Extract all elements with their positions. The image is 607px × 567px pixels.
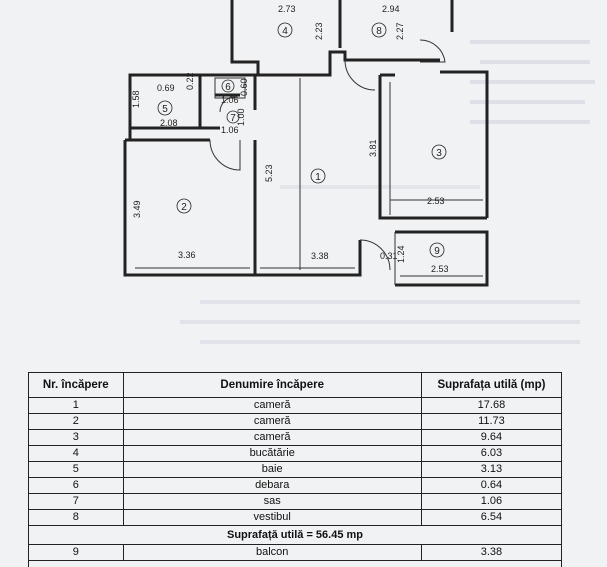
room-number-6: 6: [225, 82, 231, 93]
cell-area: 17.68: [421, 398, 561, 414]
cell-name: vestibul: [123, 510, 421, 526]
room-number-1: 1: [315, 172, 321, 183]
table-row: 8 vestibul 6.54: [29, 510, 562, 526]
table-row: 1 cameră 17.68: [29, 398, 562, 414]
table-row: 4 bucătărie 6.03: [29, 446, 562, 462]
cell-nr: 7: [29, 494, 124, 510]
cut-off-row: [29, 561, 562, 567]
dim-1-58: 1.58: [131, 90, 141, 108]
dim-2-27: 2.27: [395, 22, 405, 40]
dim-2-53a: 2.53: [427, 196, 445, 206]
table-row: 7 sas 1.06: [29, 494, 562, 510]
table-header-row: Nr. încăpere Denumire încăpere Suprafața…: [29, 373, 562, 398]
cell-name: balcon: [123, 545, 421, 561]
dim-3-36: 3.36: [178, 250, 196, 260]
balcony-row: 9 balcon 3.38: [29, 545, 562, 561]
dim-0-31: 0.31: [380, 251, 398, 261]
dim-1-00: 1.00: [236, 108, 246, 126]
dim-3-38: 3.38: [311, 251, 329, 261]
dim-3-49: 3.49: [132, 200, 142, 218]
dim-3-81: 3.81: [368, 139, 378, 157]
cell-name: bucătărie: [123, 446, 421, 462]
cell-area: 3.13: [421, 462, 561, 478]
room-number-5: 5: [162, 104, 168, 115]
cell-name: debara: [123, 478, 421, 494]
cell-nr: 6: [29, 478, 124, 494]
room-number-7: 7: [230, 113, 236, 124]
dim-0-60: 0.60: [239, 78, 249, 96]
room-number-9: 9: [434, 246, 440, 257]
dim-2-73: 2.73: [278, 4, 296, 14]
cell-nr: 4: [29, 446, 124, 462]
cell-area: 11.73: [421, 414, 561, 430]
cell-name: cameră: [123, 398, 421, 414]
cell-name: sas: [123, 494, 421, 510]
usable-area-summary: Suprafață utilă = 56.45 mp: [29, 526, 562, 545]
cell-area: 6.54: [421, 510, 561, 526]
dim-2-53b: 2.53: [431, 264, 449, 274]
table-row: 6 debara 0.64: [29, 478, 562, 494]
cell-name: cameră: [123, 430, 421, 446]
cell-name: baie: [123, 462, 421, 478]
cell-name: cameră: [123, 414, 421, 430]
table-row: 2 cameră 11.73: [29, 414, 562, 430]
room-area-table: Nr. încăpere Denumire încăpere Suprafața…: [28, 372, 562, 567]
dim-1-06b: 1.06: [221, 125, 239, 135]
cell-nr: 2: [29, 414, 124, 430]
cell-nr: 1: [29, 398, 124, 414]
room-number-8: 8: [376, 26, 382, 37]
dim-0-22: 0.22: [185, 72, 195, 90]
cell-area: 0.64: [421, 478, 561, 494]
header-room-area: Suprafața utilă (mp): [421, 373, 561, 398]
cell-nr: 3: [29, 430, 124, 446]
summary-row: Suprafață utilă = 56.45 mp: [29, 526, 562, 545]
room-number-2: 2: [181, 202, 187, 213]
table-row: 5 baie 3.13: [29, 462, 562, 478]
room-number-4: 4: [282, 26, 288, 37]
dim-0-69: 0.69: [157, 83, 175, 93]
cell-nr: 9: [29, 545, 124, 561]
dim-2-23: 2.23: [314, 22, 324, 40]
dim-5-23: 5.23: [264, 164, 274, 182]
cell-area: 9.64: [421, 430, 561, 446]
table-row: 3 cameră 9.64: [29, 430, 562, 446]
dim-2-94: 2.94: [382, 4, 400, 14]
room-number-3: 3: [436, 148, 442, 159]
cell-nr: 5: [29, 462, 124, 478]
cell-nr: 8: [29, 510, 124, 526]
cell-area: 3.38: [421, 545, 561, 561]
floor-plan: 2.73 2.94 2.23 2.27 0.69 0.22 1.58 1.06 …: [0, 0, 607, 365]
dim-1-06a: 1.06: [221, 95, 239, 105]
header-room-number: Nr. încăpere: [29, 373, 124, 398]
dim-2-08: 2.08: [160, 118, 178, 128]
cell-area: 1.06: [421, 494, 561, 510]
cell-area: 6.03: [421, 446, 561, 462]
header-room-name: Denumire încăpere: [123, 373, 421, 398]
